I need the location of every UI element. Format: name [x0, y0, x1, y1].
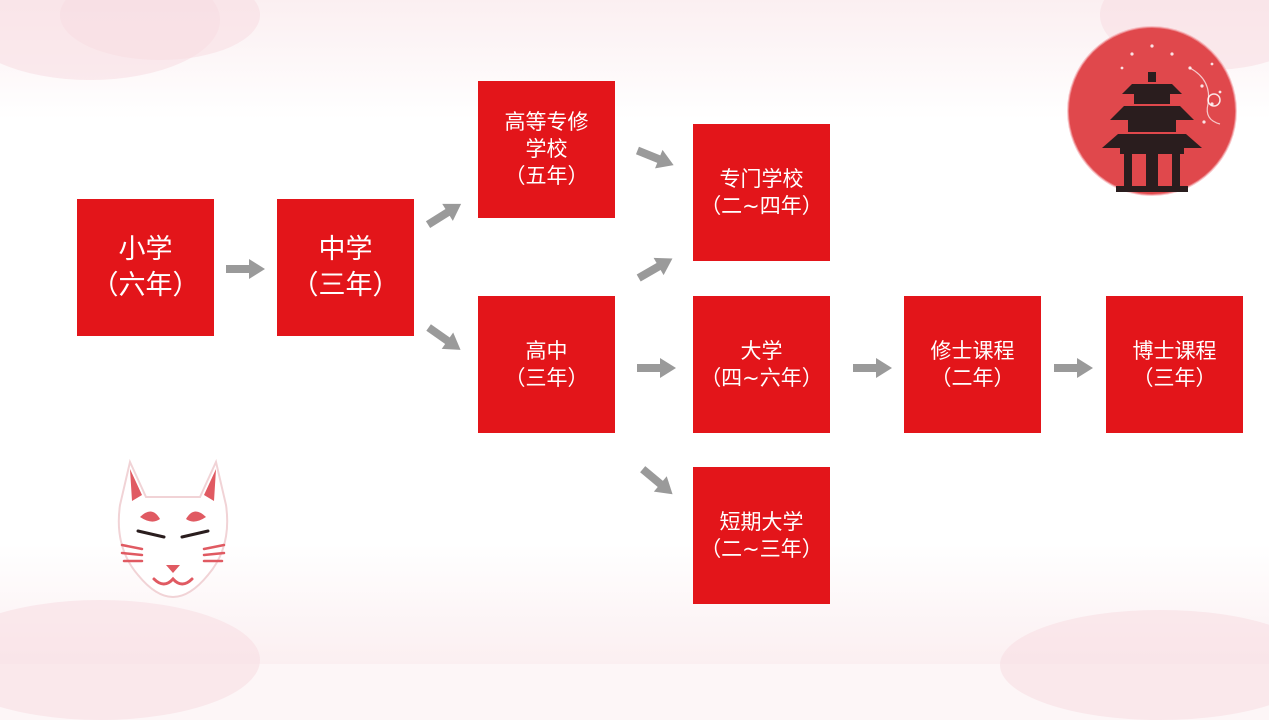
- node-title: 修士课程: [930, 338, 1015, 363]
- arrow-university-to-masters: [853, 358, 893, 378]
- node-title: 大学: [740, 338, 783, 363]
- node-technical-college: 高等专修 学校 （五年）: [478, 81, 615, 218]
- node-duration: （六年）: [91, 269, 200, 301]
- node-duration: （三年）: [1132, 365, 1217, 390]
- node-title: 中学: [318, 233, 373, 265]
- node-high-school: 高中 （三年）: [478, 296, 615, 433]
- node-duration: （二~四年）: [700, 193, 823, 218]
- arrow-masters-to-doctorate: [1054, 358, 1094, 378]
- node-duration: （五年）: [504, 164, 589, 188]
- node-title: 短期大学: [719, 509, 804, 534]
- node-duration: （三年）: [504, 365, 589, 390]
- arrow-high-school-to-university: [637, 358, 677, 378]
- node-duration: （二年）: [930, 365, 1015, 390]
- node-title: 专门学校: [719, 166, 804, 191]
- node-university: 大学 （四~六年）: [693, 296, 830, 433]
- node-vocational-school: 专门学校 （二~四年）: [693, 124, 830, 261]
- node-title: 学校: [525, 137, 568, 161]
- node-doctorate-program: 博士课程 （三年）: [1106, 296, 1243, 433]
- node-duration: （三年）: [291, 269, 400, 301]
- pagoda-icon: [1062, 24, 1242, 198]
- node-masters-program: 修士课程 （二年）: [904, 296, 1041, 433]
- arrow-elementary-to-junior-high: [226, 259, 266, 279]
- node-junior-high-school: 中学 （三年）: [277, 199, 414, 336]
- node-title: 高中: [525, 338, 568, 363]
- node-title: 高等专修: [504, 110, 589, 134]
- node-junior-college: 短期大学 （二~三年）: [693, 467, 830, 604]
- fox-mask-icon: [108, 457, 238, 601]
- node-elementary-school: 小学 （六年）: [77, 199, 214, 336]
- node-duration: （二~三年）: [700, 536, 823, 561]
- node-title: 博士课程: [1132, 338, 1217, 363]
- node-duration: （四~六年）: [700, 365, 823, 390]
- node-title: 小学: [118, 233, 173, 265]
